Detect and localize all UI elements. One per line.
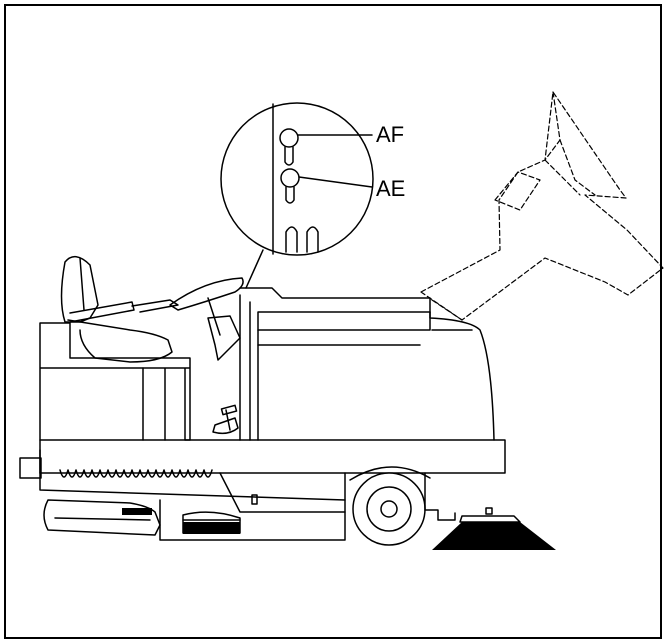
chassis-frame [39, 439, 506, 474]
main-broom [182, 511, 241, 534]
rear-wheel [349, 466, 431, 546]
lever-ae-knob [280, 168, 300, 204]
operator-seat [60, 256, 179, 363]
side-broom [432, 507, 556, 550]
steering-wheel [169, 277, 244, 361]
magnifier-pointer-line [245, 249, 264, 289]
detail-magnifier [220, 102, 374, 289]
illustration-frame [4, 4, 662, 639]
sweeper-machine [19, 256, 556, 550]
callout-ae: AE [376, 176, 405, 201]
vacuum-hose [59, 469, 213, 478]
rear-skirt-flap [43, 499, 161, 536]
lever-slot-right [306, 226, 319, 253]
leader-line-ae [298, 176, 373, 188]
callout-af: AF [376, 122, 404, 147]
lever-af-knob [279, 128, 299, 166]
lever-slot-left [285, 226, 298, 253]
raised-hopper-outline [420, 91, 664, 321]
